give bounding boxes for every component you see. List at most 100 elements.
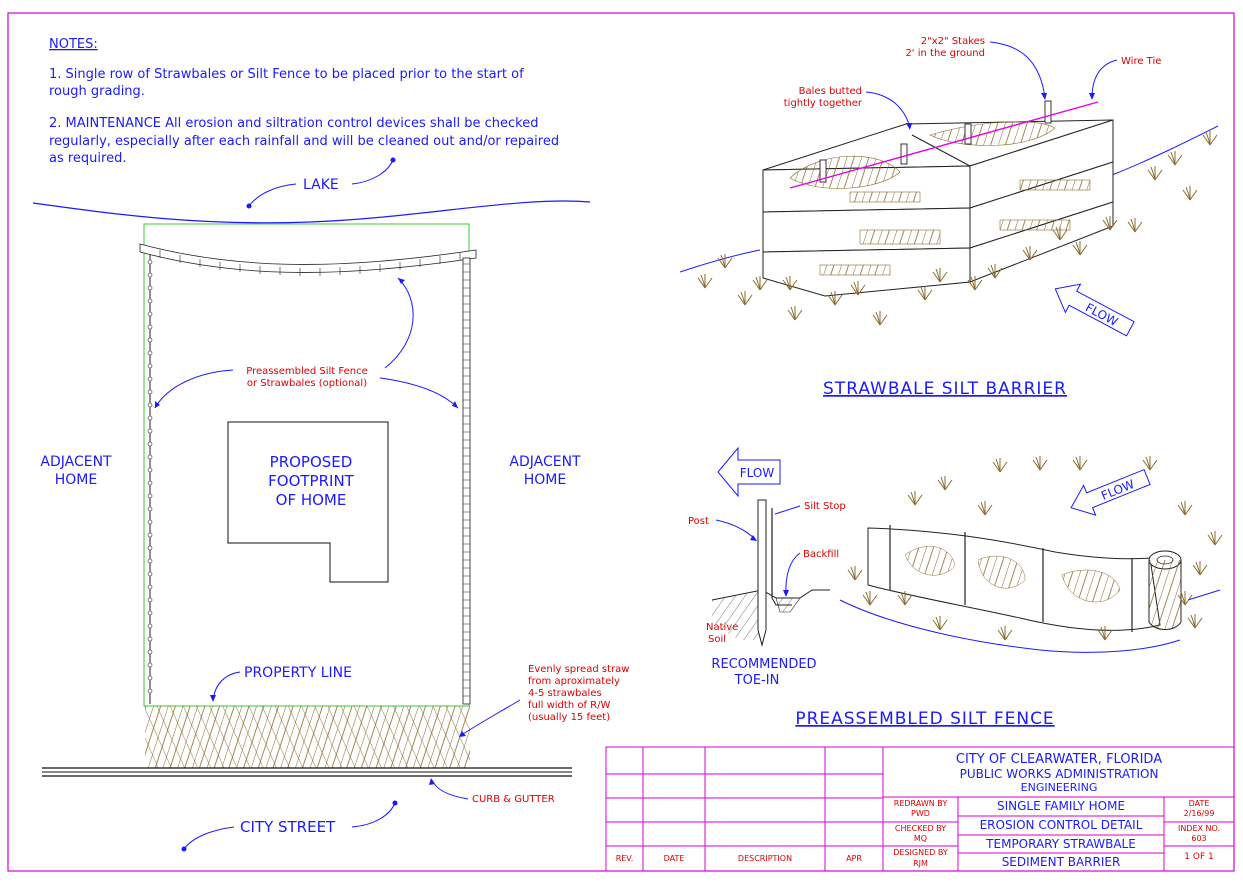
toe-in-label-1: RECOMMENDED — [711, 657, 816, 672]
street-leader-right — [351, 802, 396, 828]
grass-tuft — [1187, 614, 1203, 629]
left-fence-post — [147, 415, 153, 421]
left-fence-post — [147, 493, 153, 499]
backfill-arrow — [783, 590, 789, 597]
grass-tuft — [1022, 246, 1038, 261]
grass-tuft — [847, 566, 863, 581]
index-label: INDEX NO. — [1177, 824, 1221, 833]
strawbale-flow-arrow: FLOW — [1054, 283, 1135, 337]
straw-callout-leader — [459, 699, 521, 737]
org-line-1: CITY OF CLEARWATER, FLORIDA — [955, 752, 1163, 767]
notes-heading: NOTES: — [49, 37, 98, 52]
grass-tuft — [967, 276, 983, 291]
silt-callout-leader-left — [154, 369, 234, 409]
left-fence-post — [147, 519, 153, 525]
grass-tuft — [1167, 151, 1183, 166]
grass-tuft — [697, 274, 713, 289]
checked-by-label: CHECKED BY — [894, 824, 947, 833]
spread-straw-crosshatch — [145, 706, 470, 768]
silt-fence-roll-body — [1148, 560, 1182, 630]
adjacent-home-right-2: HOME — [524, 472, 566, 488]
left-fence-post — [147, 675, 153, 681]
description-column-header: DESCRIPTION — [737, 854, 793, 863]
drawing-title-4: SEDIMENT BARRIER — [1001, 855, 1121, 869]
right-silt-fence — [462, 257, 471, 705]
left-fence-post — [147, 376, 153, 382]
org-line-2: PUBLIC WORKS ADMINISTRATION — [959, 767, 1159, 781]
note-1-line-2: rough grading. — [49, 84, 145, 99]
straw-callout-3: 4-5 strawbales — [528, 688, 602, 699]
straw-callout-1: Evenly spread straw — [528, 664, 629, 675]
grass-tuft — [987, 264, 1003, 279]
left-fence-post — [147, 571, 153, 577]
date-label: DATE — [1188, 799, 1210, 808]
curb-arrow — [429, 778, 435, 785]
silt-fence-title: PREASSEMBLED SILT FENCE — [795, 709, 1054, 729]
grass-tuft — [1182, 186, 1198, 201]
strawbale-stakes — [819, 100, 1052, 183]
silt-stop-leader — [774, 505, 801, 515]
lake-leader-dot-right — [390, 157, 396, 163]
adjacent-home-left-1: ADJACENT — [40, 454, 112, 470]
left-fence-post — [147, 428, 153, 434]
grass-tuft — [1147, 166, 1163, 181]
grass-tuft — [782, 276, 798, 291]
left-fence-post — [147, 688, 153, 694]
note-2-line-2: regularly, especially after each rainfal… — [49, 134, 559, 149]
redrawn-by-label: REDRAWN BY — [893, 799, 948, 808]
grass-tuft — [1142, 456, 1158, 471]
grass-tuft — [1072, 241, 1088, 256]
left-fence-post — [147, 454, 153, 460]
checked-by-value: MQ — [913, 834, 928, 843]
grass-tuft — [752, 276, 768, 291]
grass-tuft — [932, 268, 948, 283]
designed-by-label: DESIGNED BY — [893, 848, 948, 857]
home-footprint-outline — [227, 421, 389, 583]
left-fence-post — [147, 285, 153, 291]
adjacent-home-right-1: ADJACENT — [509, 454, 581, 470]
silt-callout-arrow-right — [452, 401, 458, 408]
grass-tuft — [1032, 456, 1048, 471]
left-fence-post — [147, 324, 153, 330]
bales-arrow — [906, 123, 912, 130]
apr-column-header: APR — [846, 854, 862, 863]
post-arrow — [750, 535, 757, 541]
post-label: Post — [688, 516, 709, 527]
drawing-title-1: SINGLE FAMILY HOME — [996, 799, 1126, 813]
lake-leader-right — [351, 159, 394, 185]
stakes-label-1: 2"x2" Stakes — [921, 36, 985, 47]
top-silt-fence — [139, 243, 477, 273]
date-value: 2/16/99 — [1183, 809, 1215, 818]
index-value: 603 — [1191, 834, 1207, 843]
silt-fence-hatch-patches — [904, 546, 1121, 603]
post-leader — [715, 519, 757, 541]
grass-tuft — [1177, 591, 1193, 606]
left-fence-post — [147, 272, 153, 278]
left-fence-post — [147, 311, 153, 317]
date-column-header: DATE — [663, 854, 685, 863]
left-fence-post — [147, 662, 153, 668]
designed-by-value: RJM — [913, 859, 928, 868]
org-line-3: ENGINEERING — [1020, 781, 1098, 794]
grass-tuft — [932, 616, 948, 631]
left-fence-post — [147, 480, 153, 486]
grass-tuft — [977, 501, 993, 516]
grass-tuft — [1097, 626, 1113, 641]
native-soil-label-1: Native — [706, 622, 738, 633]
grass-tuft — [997, 626, 1013, 641]
stakes-label-2: 2' in the ground — [905, 48, 985, 59]
drawing-title-2: EROSION CONTROL DETAIL — [979, 818, 1143, 832]
grass-tuft — [787, 306, 803, 321]
wire-tie-arrow — [1089, 93, 1095, 100]
grass-tuft — [1177, 501, 1193, 516]
silt-fence-callout-2: or Strawbales (optional) — [247, 378, 367, 389]
silt-fence-ground — [839, 599, 1181, 653]
grass-tuft — [1052, 226, 1068, 241]
native-soil-hatch — [712, 590, 764, 640]
wire-tie-leader — [1091, 59, 1118, 99]
lake-label: LAKE — [303, 177, 339, 193]
straw-callout-arrow — [459, 731, 466, 737]
property-line-leader — [212, 671, 241, 701]
toe-in-flow-arrow: FLOW — [717, 446, 781, 498]
